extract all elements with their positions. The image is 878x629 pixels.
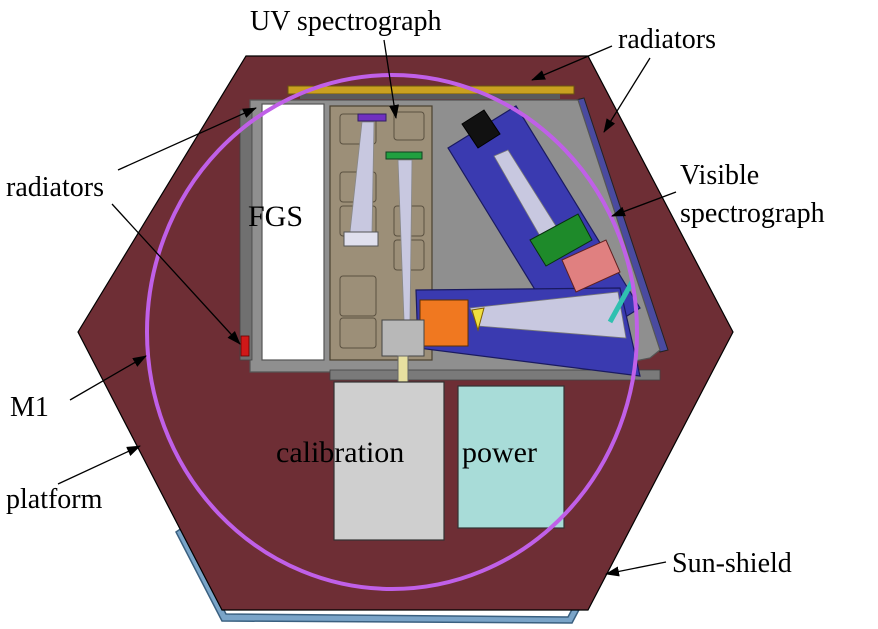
visible-orange-unit <box>419 299 469 347</box>
visible-spectrograph-label-1: Visible <box>680 160 759 191</box>
calibration-feed <box>381 319 425 357</box>
m1-label: M1 <box>10 392 49 423</box>
radiator-top-bar <box>287 85 575 95</box>
radiator-top-mounts <box>300 94 560 99</box>
leader-radiators-left-1 <box>117 107 257 171</box>
leader-sun-shield <box>605 561 667 577</box>
calibration-box <box>333 381 445 541</box>
leader-radiators-left-2 <box>111 203 241 345</box>
leader-radiators-top-1 <box>531 45 613 81</box>
fgs-panel <box>261 103 325 361</box>
m1-circle <box>145 73 639 591</box>
bench-bottom-rail <box>329 369 661 381</box>
power-label: power <box>462 436 537 469</box>
leader-uv-spectrograph <box>383 39 399 119</box>
leader-platform <box>57 445 141 485</box>
visible-camera-pink <box>561 239 621 293</box>
visible-teal-grating <box>607 280 635 324</box>
radiator-left-element <box>240 335 250 357</box>
uv-detector <box>343 231 379 247</box>
radiators-left-label: radiators <box>6 172 104 203</box>
visible-collimator-green <box>529 213 593 267</box>
uv-grating-green <box>385 151 423 160</box>
power-box <box>457 385 565 529</box>
leader-radiators-top-2 <box>603 57 651 133</box>
bench-left-rail <box>239 109 253 361</box>
platform-label: platform <box>6 484 103 515</box>
fgs-label: FGS <box>248 200 303 233</box>
visible-spectrograph-label-2: spectrograph <box>680 198 825 229</box>
leader-m1 <box>69 355 147 401</box>
calibration-label: calibration <box>276 436 404 469</box>
uv-grating-purple <box>357 113 387 122</box>
visible-detector-black <box>461 109 501 149</box>
leader-visible-spectrograph <box>611 191 677 217</box>
radiators-top-label: radiators <box>618 24 716 55</box>
uv-spectrograph-label: UV spectrograph <box>250 6 442 37</box>
sun-shield-label: Sun-shield <box>672 548 792 579</box>
visible-yellow-prism <box>471 307 485 332</box>
